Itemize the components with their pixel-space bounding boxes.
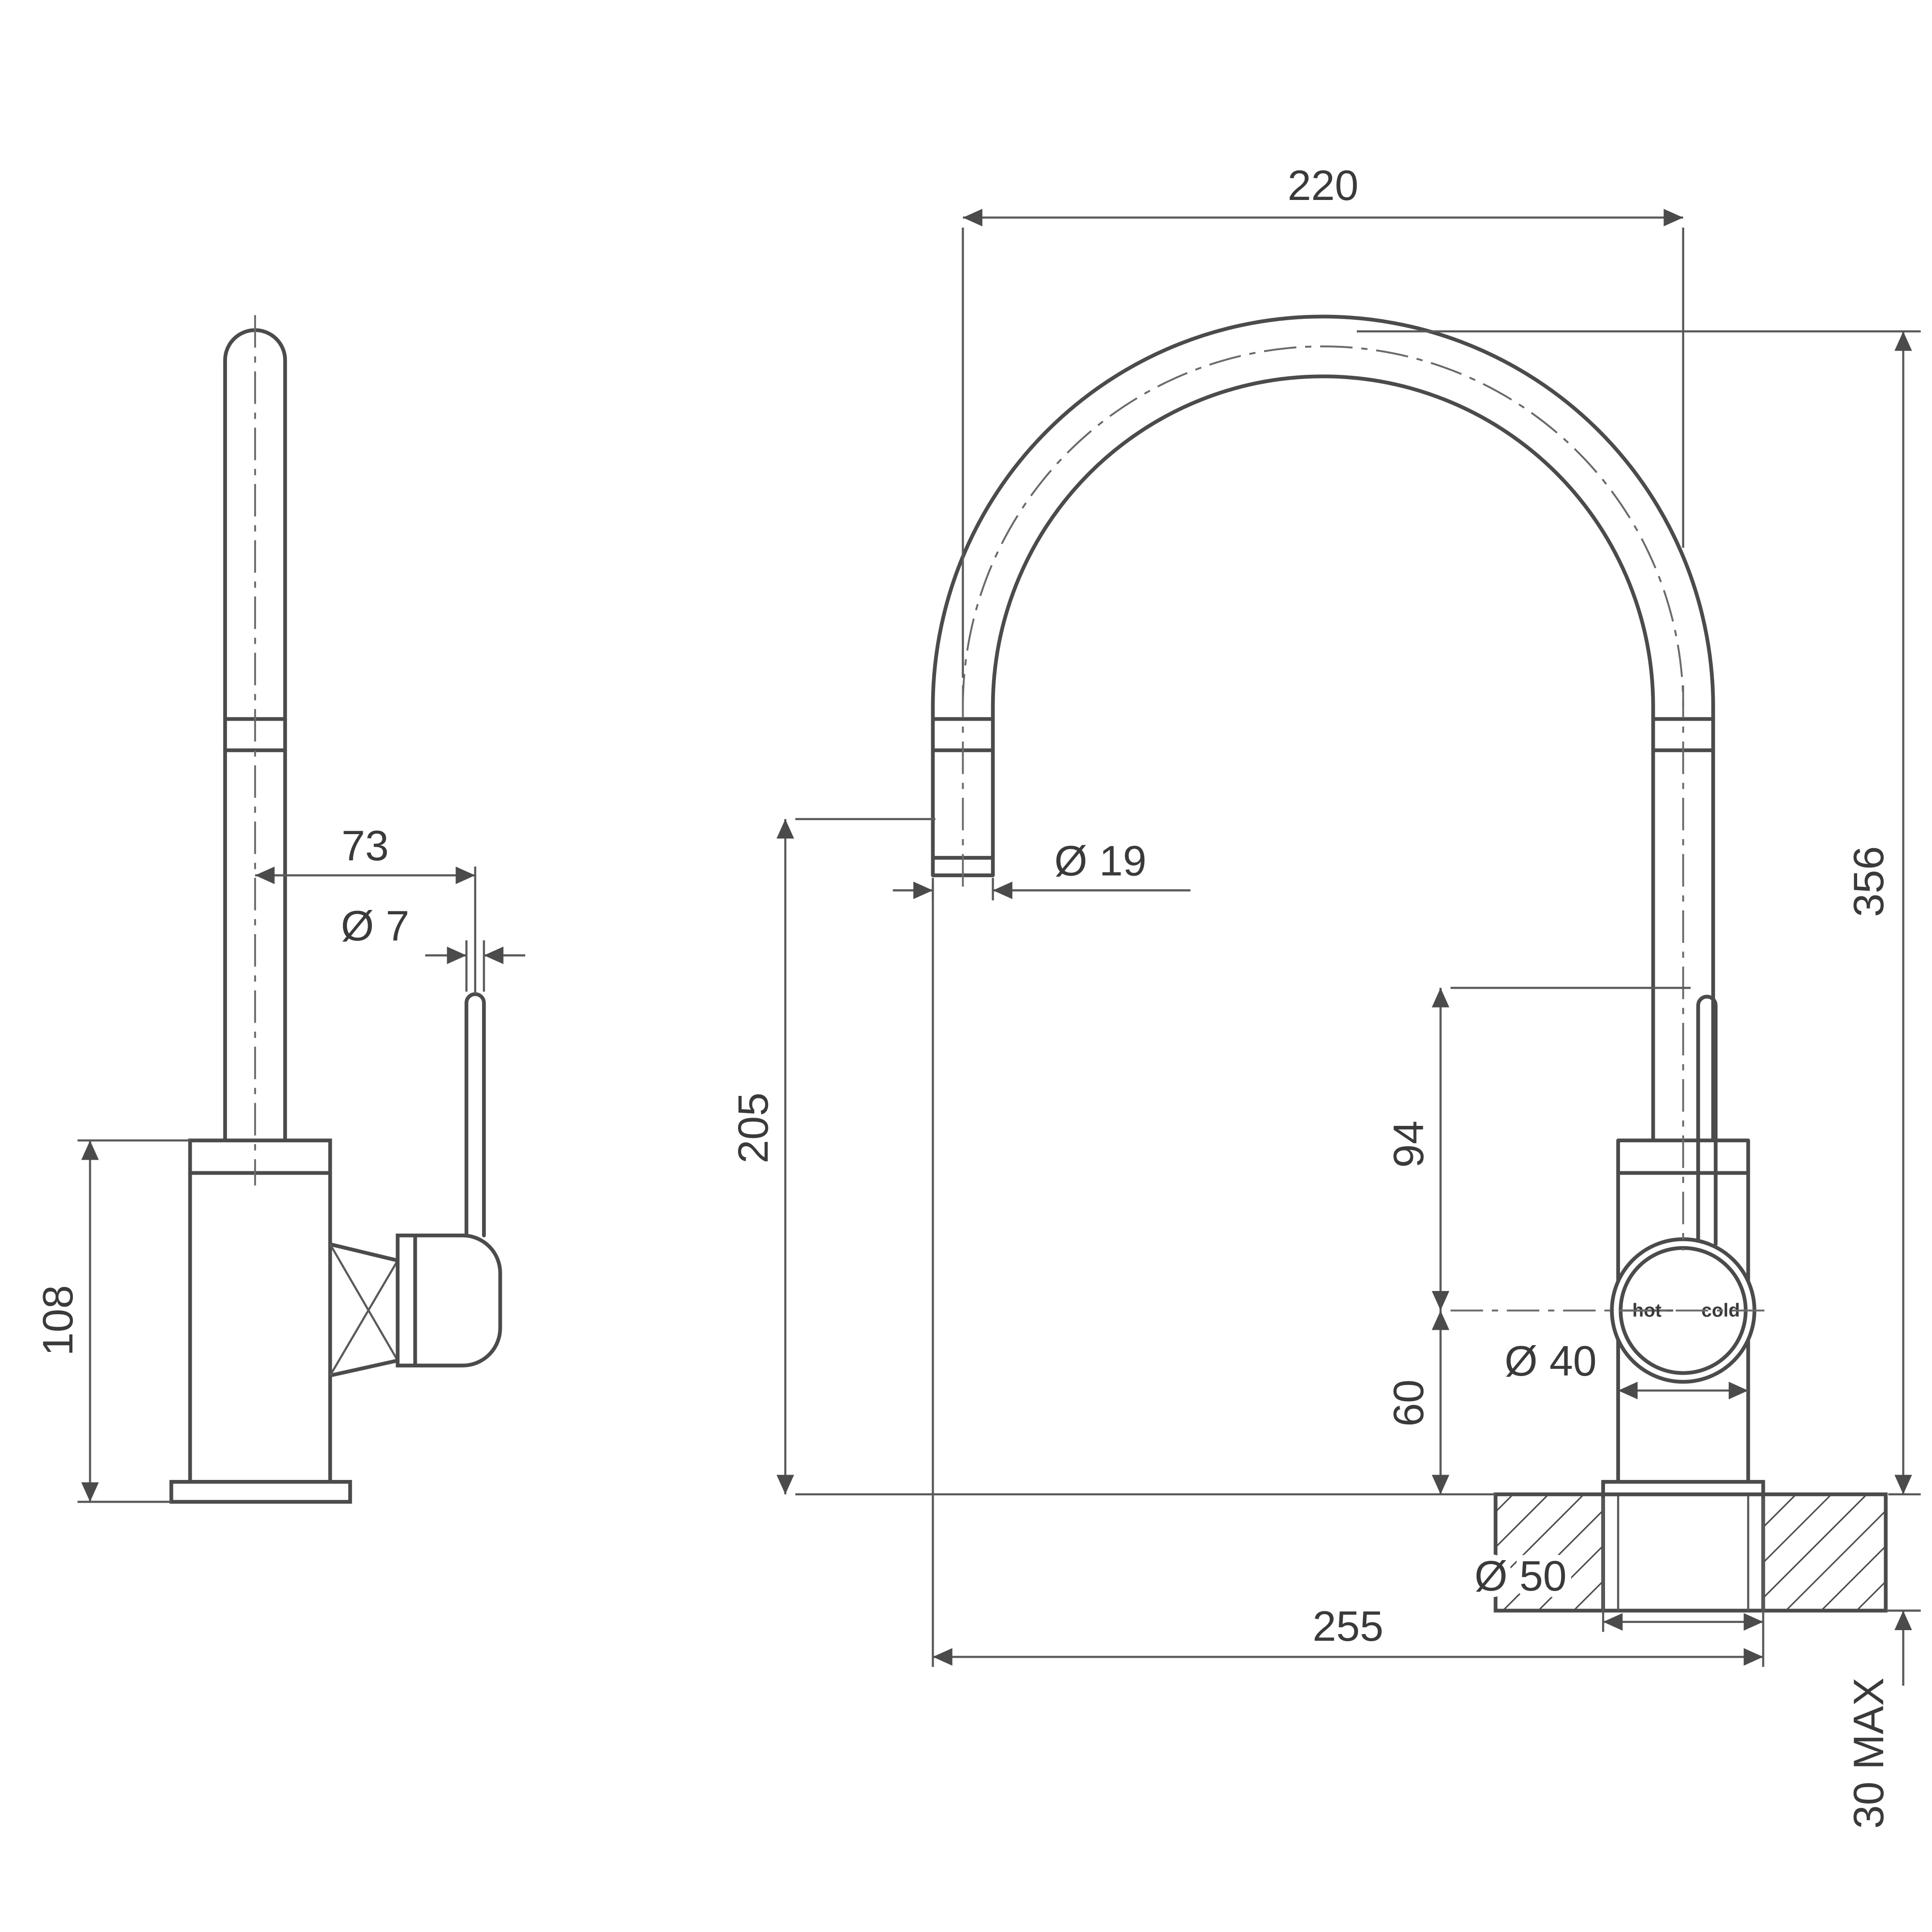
front-lever-rod <box>1696 994 1718 1246</box>
side-handle-body <box>396 1234 502 1368</box>
side-body <box>169 1138 352 1504</box>
dim-side-handle-offset: 73 <box>255 822 477 994</box>
dim-body-diameter: Ø 40 <box>1498 1331 1748 1400</box>
spout-inner-arc <box>991 374 1655 709</box>
dim-label-handle-offset: 73 <box>341 822 389 869</box>
side-cone-edges <box>328 1242 400 1378</box>
side-base-flange <box>169 1480 352 1504</box>
dim-side-lever-diameter: Ø 7 <box>341 902 526 992</box>
dim-label-hole-diameter: Ø 50 <box>1475 1552 1567 1600</box>
side-lever-rod <box>464 992 486 1237</box>
front-centerlines <box>962 345 1684 1250</box>
dim-spout-diameter: Ø 19 <box>893 837 1191 901</box>
dim-label-body-diameter: Ø 40 <box>1505 1337 1597 1385</box>
dim-label-center-above-bench: 60 <box>1384 1379 1432 1427</box>
dim-d50-extensions <box>1602 1498 1764 1632</box>
bench-hatch-right <box>1763 1494 1886 1611</box>
dim-label-lever-above-center: 94 <box>1384 1121 1432 1168</box>
side-handle-cone <box>328 1242 400 1378</box>
dim-hole-diameter: Ø 50 <box>1468 1498 1764 1632</box>
side-view: 73 Ø 7 108 <box>34 315 526 1504</box>
dim-220-extensions <box>962 227 1684 678</box>
dim-label-overall-depth: 255 <box>1313 1602 1384 1650</box>
dim-spout-reach: 220 <box>962 161 1684 678</box>
riser-leg <box>1651 704 1715 1143</box>
dim-label-bench-thickness: 30 MAX <box>1845 1677 1892 1829</box>
dim-108-extensions <box>77 1139 190 1503</box>
side-body-outline <box>188 1138 332 1484</box>
dim-overall-height: 356 <box>1357 330 1921 1496</box>
side-handle <box>396 992 502 1368</box>
dim-356-extensions <box>1357 330 1921 1496</box>
gooseneck-spout <box>931 314 1715 1143</box>
front-base-flange <box>1601 1480 1765 1496</box>
bench-section <box>795 1492 1888 1613</box>
bench-hole-edges <box>1601 1492 1765 1613</box>
dim-outlet-clearance: 205 <box>729 818 936 1494</box>
dim-lever-above-center: 94 <box>1384 987 1766 1312</box>
side-cone-cross <box>329 1243 399 1377</box>
front-view: hot cold 220 Ø 19 356 <box>729 161 1921 1829</box>
dim-center-above-bench: 60 <box>1384 1310 1449 1494</box>
bench-hatch-left <box>1495 1494 1604 1611</box>
dim-label-lever-diameter: Ø 7 <box>341 902 410 950</box>
dim-label-outlet-clearance: 205 <box>729 1093 777 1164</box>
dim-255-extensions <box>932 882 1764 1667</box>
spout-arc-centerline <box>962 345 1684 707</box>
dim-overall-depth: 255 <box>932 882 1764 1667</box>
front-body: hot cold <box>1601 994 1765 1496</box>
dim-bench-thickness: 30 MAX <box>1845 1609 1921 1829</box>
dim-label-spout-diameter: Ø 19 <box>1054 837 1147 884</box>
spout-outer-arc <box>931 314 1715 709</box>
dim-side-body-height: 108 <box>34 1139 190 1503</box>
dim-label-overall-height: 356 <box>1845 846 1892 917</box>
base-shank-lines <box>1617 1494 1749 1611</box>
dim-label-spout-reach: 220 <box>1288 161 1359 209</box>
dim-label-body-height: 108 <box>34 1285 82 1356</box>
